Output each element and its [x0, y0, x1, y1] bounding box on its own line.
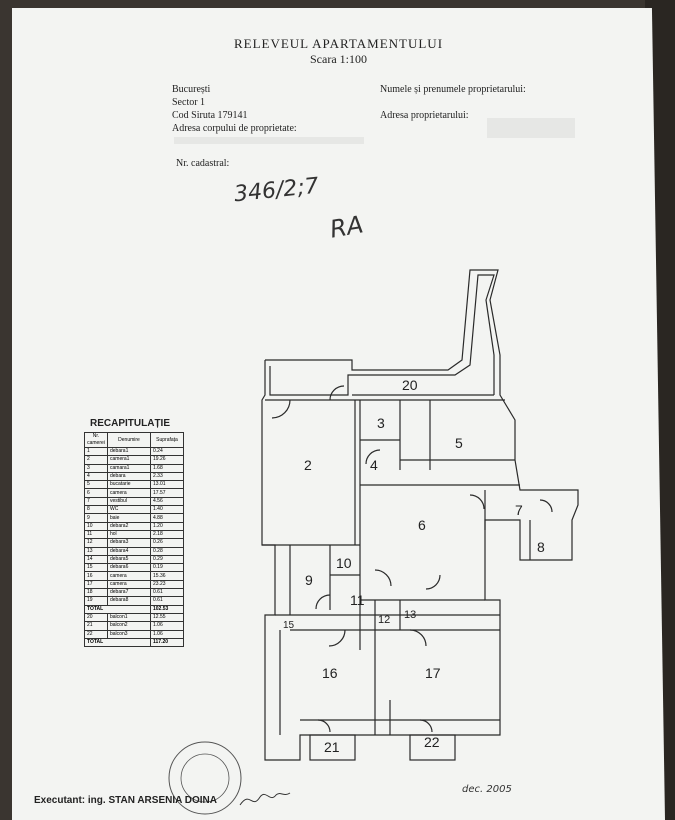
- door-arc: [469, 494, 485, 510]
- handwritten-date: dec. 2005: [462, 784, 512, 795]
- door-arc: [365, 449, 381, 465]
- owner-address-label: Adresa proprietarului:: [380, 110, 469, 121]
- door-arc: [409, 629, 427, 647]
- room-label-17: 17: [425, 665, 441, 681]
- door-arc: [328, 629, 346, 647]
- door-arc: [315, 594, 331, 610]
- room-label-10: 10: [336, 555, 352, 571]
- redacted-address: [174, 137, 364, 144]
- recap-title: RECAPITULAȚIE: [90, 418, 170, 429]
- balcony-21-outline: [309, 734, 356, 761]
- document-title: RELEVEUL APARTAMENTULUI: [233, 36, 444, 51]
- balcony-22-outline: [409, 734, 456, 761]
- sector: Sector 1: [172, 97, 206, 108]
- door-arc: [374, 569, 392, 587]
- door-arc: [419, 719, 433, 733]
- siruta-code: Cod Siruta 179141: [172, 110, 248, 121]
- room-label-11: 11: [350, 592, 365, 608]
- recap-header-row: Nr. camerei Denumire Suprafața: [84, 432, 184, 448]
- stamp-inner: [180, 753, 230, 803]
- room-label-8: 8: [537, 539, 545, 555]
- signature: [239, 792, 291, 806]
- stamp-outer: [168, 741, 242, 815]
- room-label-22: 22: [424, 734, 440, 750]
- door-arc: [317, 719, 331, 733]
- room-label-2: 2: [304, 457, 312, 473]
- room-label-12: 12: [378, 614, 390, 626]
- building-address-label: Adresa corpului de proprietate:: [172, 123, 297, 134]
- cadastral-label: Nr. cadastral:: [176, 158, 230, 169]
- room-label-20: 20: [402, 377, 418, 393]
- executant: Executant: ing. STAN ARSENIA DOINA: [34, 795, 217, 806]
- room-label-5: 5: [455, 435, 463, 451]
- room-label-16: 16: [322, 665, 338, 681]
- document-scale: Scara 1:100: [310, 52, 367, 66]
- room-label-3: 3: [377, 415, 385, 431]
- door-arc: [271, 399, 291, 419]
- inner-outline: [269, 274, 495, 396]
- document-page: RELEVEUL APARTAMENTULUI Scara 1:100 Bucu…: [12, 8, 665, 820]
- door-arc: [425, 574, 441, 590]
- door-arc: [539, 499, 553, 513]
- recap-total-row-cell: 117.20: [150, 637, 184, 648]
- room-label-15: 15: [283, 620, 295, 631]
- door-arc: [329, 385, 345, 401]
- room-label-7: 7: [515, 502, 523, 518]
- room-label-9: 9: [305, 572, 313, 588]
- room-label-6: 6: [418, 517, 426, 533]
- owner-name-label: Numele și prenumele proprietarului:: [380, 84, 526, 95]
- room-label-21: 21: [324, 739, 340, 755]
- outer-wall: [261, 269, 579, 761]
- room-label-13: 13: [404, 609, 416, 621]
- room-label-4: 4: [370, 457, 378, 473]
- redacted-owner-address: [487, 118, 575, 138]
- city: București: [172, 84, 211, 95]
